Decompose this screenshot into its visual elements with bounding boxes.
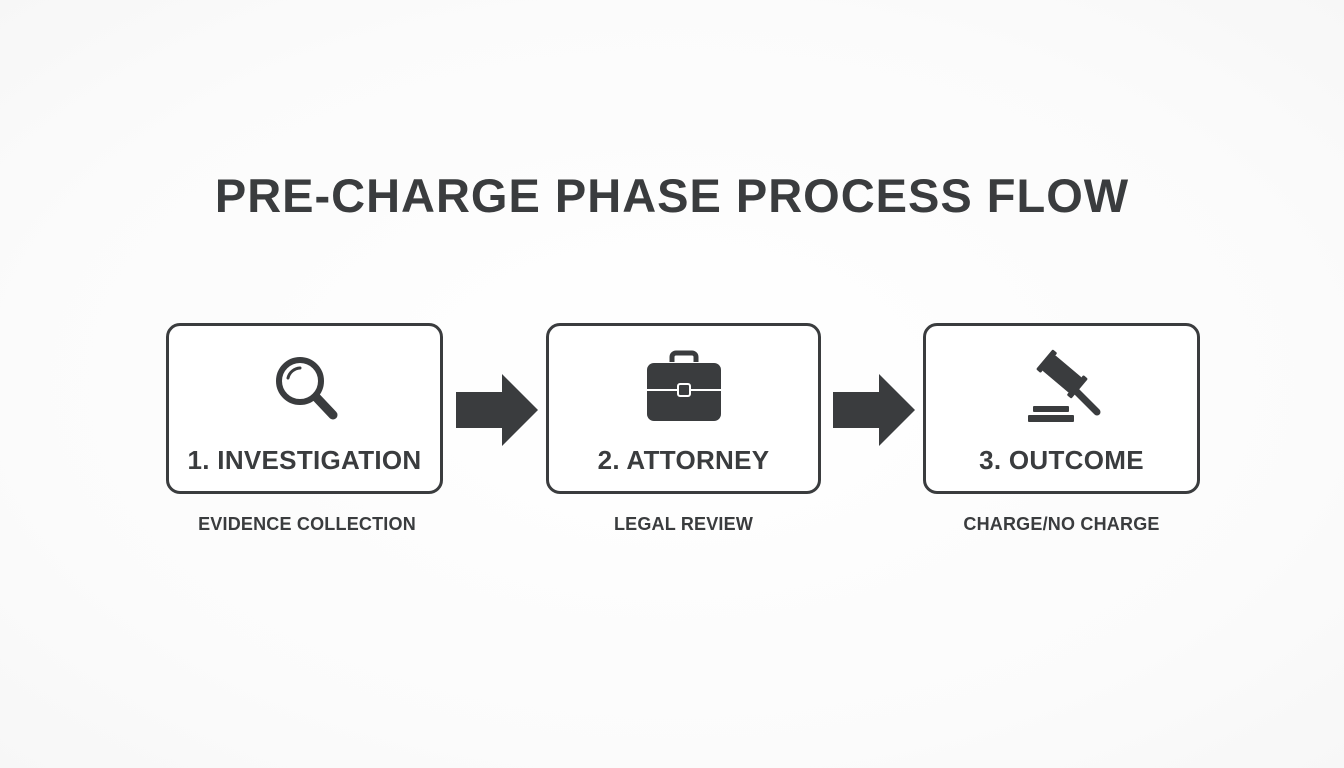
step-sublabel: CHARGE/NO CHARGE <box>963 514 1160 534</box>
gavel-icon <box>1017 348 1107 428</box>
step-label: 2. ATTORNEY <box>597 445 770 475</box>
step-attorney-box: 2. ATTORNEY <box>546 323 821 494</box>
briefcase-icon <box>639 348 729 428</box>
step-sublabel: LEGAL REVIEW <box>613 514 754 534</box>
diagram-title: PRE-CHARGE PHASE PROCESS FLOW <box>214 169 1130 222</box>
arrow-right-icon <box>833 374 915 446</box>
step-label: 1. INVESTIGATION <box>187 445 422 475</box>
arrow-right-icon <box>456 374 538 446</box>
step-label: 3. OUTCOME <box>979 445 1144 475</box>
step-outcome-box: 3. OUTCOME <box>923 323 1200 494</box>
step-sublabel: EVIDENCE COLLECTION <box>198 514 416 534</box>
step-investigation-box: 1. INVESTIGATION <box>166 323 443 494</box>
magnifying-glass-icon <box>260 348 350 428</box>
